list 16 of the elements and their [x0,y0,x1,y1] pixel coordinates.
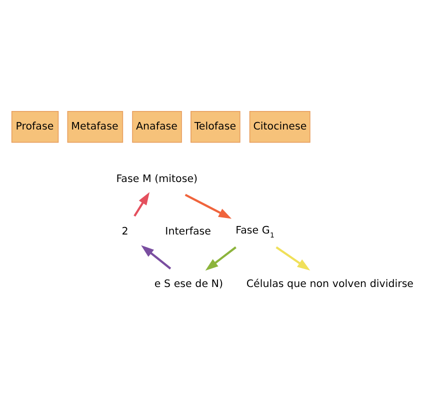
arrow [205,246,236,270]
node-text: Fase M (mitose) [116,172,198,184]
arrow [141,244,172,269]
node-box: Citocinese [249,110,310,142]
node-text: 2 [122,224,128,237]
node-text: Interfase [165,224,211,237]
arrow [134,192,150,216]
node-box: Telofase [190,110,240,142]
node-text: Fase G$_{1}$ [236,224,274,240]
node-box: Metafase [67,110,124,142]
arrow [276,246,310,270]
arrow [184,193,232,218]
node-box: Anafase [132,110,182,142]
node-box: Profase [11,110,59,142]
node-text: e S ese de N) [154,277,224,290]
node-text: Células que non volven dividirse [246,277,414,290]
